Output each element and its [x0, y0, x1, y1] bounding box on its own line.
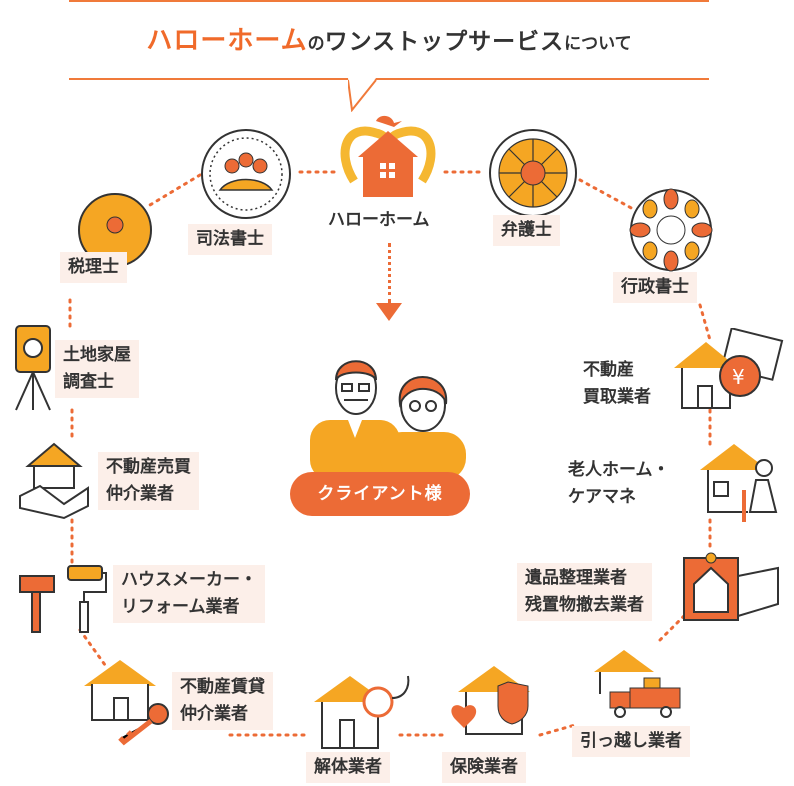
hello-home-logo-icon: [340, 115, 436, 197]
label-baibai: 不動産売買 仲介業者: [98, 452, 199, 510]
scales-emblem-icon: [489, 129, 577, 217]
handshake-house-icon: [19, 442, 89, 520]
label-kaitori-line2: 買取業者: [583, 387, 651, 407]
title-border-bottom: [69, 78, 709, 80]
label-hikkoshi: 引っ越し業者: [572, 726, 690, 757]
gyosei-emblem-icon: [629, 188, 713, 272]
demolition-icon: [314, 675, 410, 749]
label-housemaker-line1: ハウスメーカー・: [121, 570, 257, 590]
title-border-top: [69, 0, 709, 2]
elder-house-icon: [700, 444, 778, 522]
label-chintai-line2: 仲介業者: [180, 704, 248, 724]
hammer-roller-icon: [19, 565, 107, 633]
page-title: ハローホームのワンストップサービスについて: [69, 20, 709, 57]
label-bengoshi: 弁護士: [493, 215, 560, 246]
label-chintai-line1: 不動産賃貸: [180, 677, 265, 697]
label-housemaker: ハウスメーカー・ リフォーム業者: [113, 565, 265, 623]
arrow-down-icon: [376, 303, 402, 321]
moving-truck-icon: [594, 650, 681, 718]
label-rojin: 老人ホーム・ ケアマネ: [560, 455, 678, 513]
label-kaitai: 解体業者: [306, 752, 390, 783]
label-tochi-line2: 調査士: [63, 372, 114, 392]
label-rojin-line1: 老人ホーム・: [568, 460, 670, 480]
label-shihoshoshi: 司法書士: [188, 224, 272, 255]
label-ihin-line2: 残置物撤去業者: [525, 595, 644, 615]
label-baibai-line2: 仲介業者: [106, 484, 174, 504]
label-hoken: 保険業者: [442, 752, 526, 783]
gift-house-icon: [683, 552, 779, 621]
label-zeirishi: 税理士: [60, 252, 127, 283]
title-brand: ハローホーム: [146, 26, 308, 56]
hub-label: ハローホーム: [328, 210, 430, 230]
speech-tail: [348, 78, 377, 112]
arrow-line: [388, 243, 391, 303]
label-baibai-line1: 不動産売買: [106, 457, 191, 477]
title-particle: の: [307, 34, 325, 54]
client-button: クライアント様: [290, 472, 470, 516]
label-gyoseishoshi: 行政書士: [613, 272, 697, 303]
title-suffix: について: [564, 34, 632, 54]
label-ihin: 遺品整理業者 残置物撤去業者: [517, 563, 652, 621]
client-couple-icon: [310, 360, 466, 480]
label-kaitori-line1: 不動産: [583, 360, 634, 380]
yen-house-icon: ¥: [674, 328, 784, 409]
svg-text:¥: ¥: [732, 365, 745, 389]
label-tochi: 土地家屋 調査士: [55, 340, 139, 398]
insurance-house-icon: [451, 666, 530, 735]
label-chintai: 不動産賃貸 仲介業者: [172, 672, 273, 730]
shiho-emblem-icon: [201, 129, 291, 219]
surveyor-icon: [15, 325, 51, 411]
label-ihin-line1: 遺品整理業者: [525, 568, 627, 588]
house-key-icon: [84, 660, 169, 746]
label-housemaker-line2: リフォーム業者: [121, 597, 240, 617]
title-service: ワンストップサービス: [324, 29, 565, 55]
label-kaitori: 不動産 買取業者: [575, 355, 659, 413]
label-rojin-line2: ケアマネ: [568, 487, 636, 507]
label-tochi-line1: 土地家屋: [63, 345, 131, 365]
